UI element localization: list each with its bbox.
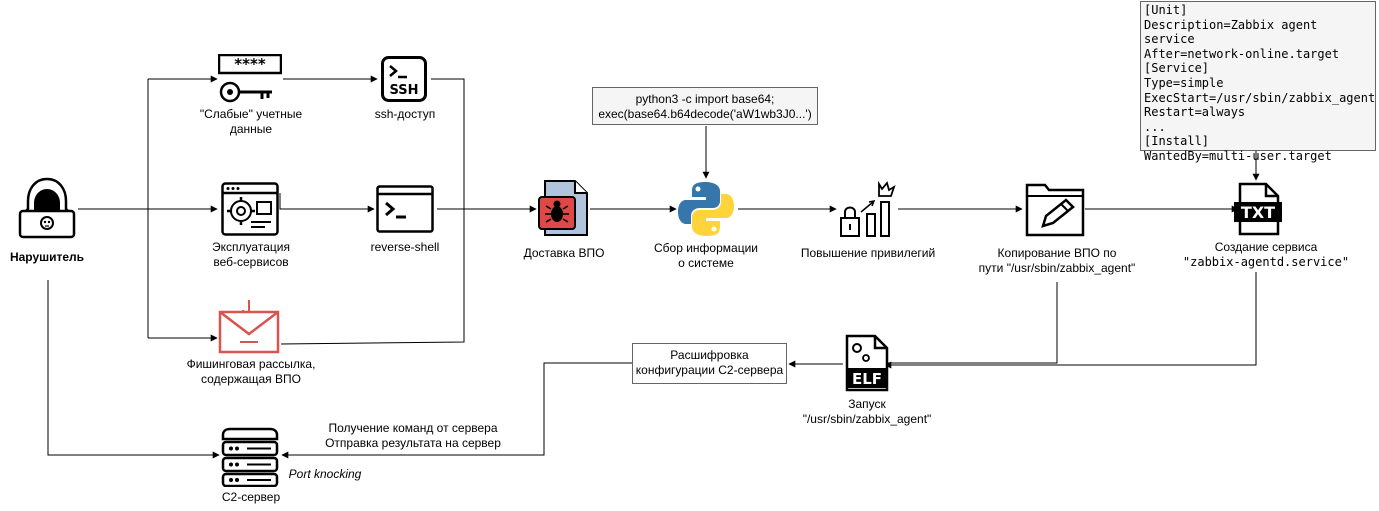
delivery-label: Доставка ВПО	[523, 246, 605, 260]
port-knocking-label: Port knocking	[288, 467, 362, 481]
hacker-icon	[18, 177, 76, 239]
phishing-mail-icon	[218, 300, 280, 354]
reverse-shell-label: reverse-shell	[370, 240, 440, 254]
password-key-icon: ****	[218, 54, 282, 103]
arrow-to-reverse-shell	[279, 193, 375, 213]
phishing-label: Фишинговая рассылка,содержащая ВПО	[186, 357, 316, 386]
server-icon	[221, 427, 279, 487]
service-label: Создание сервиса"zabbix-agentd.service"	[1182, 240, 1350, 269]
privesc-label: Повышение привилегий	[800, 246, 936, 260]
svg-text:SSH: SSH	[389, 83, 418, 98]
privilege-escalation-icon	[840, 180, 896, 237]
folder-edit-icon	[1025, 183, 1085, 237]
unit-file-box: [Unit] Description=Zabbix agent service …	[1140, 1, 1376, 163]
python-logo-icon	[678, 182, 734, 236]
c2-label: C2-сервер	[221, 490, 281, 504]
malware-file-icon	[538, 180, 588, 236]
password-mask: ****	[234, 55, 266, 73]
arrow-to-launch	[884, 272, 1257, 369]
arrow-attacker-c2	[47, 280, 220, 459]
ssh-terminal-icon: SSH	[381, 56, 427, 102]
svg-text:TXT: TXT	[1241, 203, 1275, 222]
ssh-label: ssh-доступ	[374, 107, 436, 121]
line-copy-launch	[885, 282, 1058, 364]
elf-file-icon: ELF	[845, 334, 889, 392]
web-exploit-icon	[221, 182, 279, 236]
txt-file-icon: TXT	[1234, 182, 1282, 236]
merge-line	[280, 78, 465, 345]
python-command-box: python3 -c import base64;exec(base64.b64…	[592, 87, 818, 125]
arrow-to-c2	[281, 362, 632, 459]
launch-label: Запуск"/usr/sbin/zabbix_agent"	[802, 397, 932, 426]
svg-text:ELF: ELF	[852, 370, 882, 388]
reverse-shell-terminal-icon	[376, 185, 434, 233]
attacker-label: Нарушитель	[9, 250, 85, 264]
